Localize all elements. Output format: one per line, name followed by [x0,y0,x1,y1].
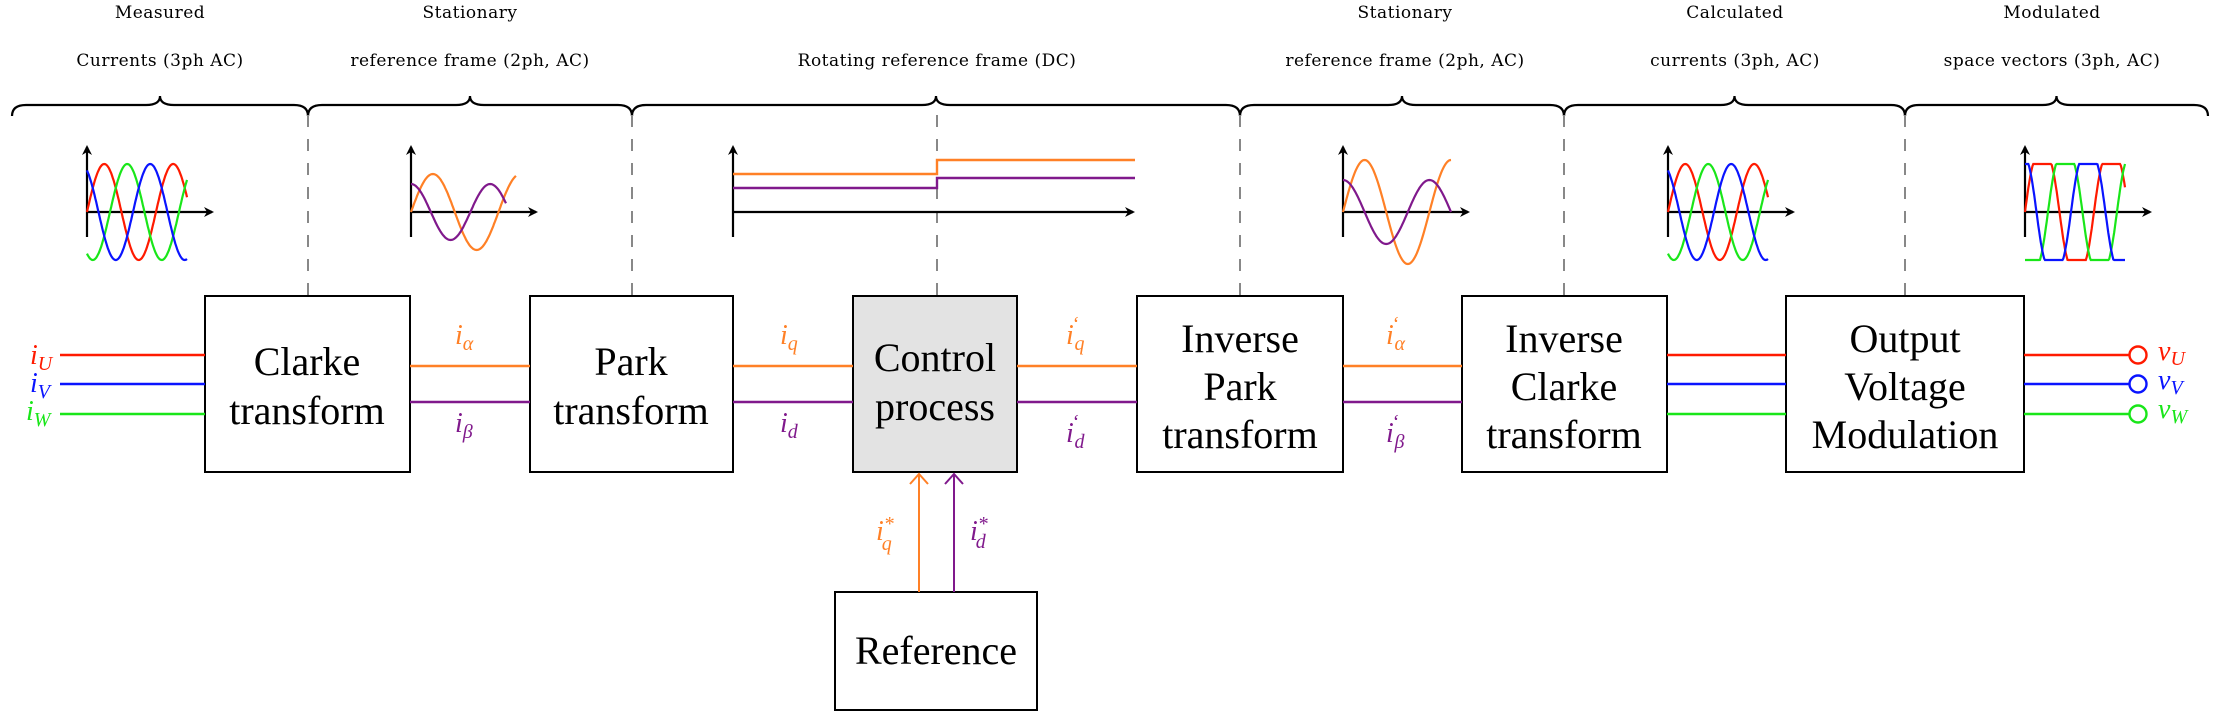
beta-curve [410,182,507,242]
iq-step-curve [733,158,1135,176]
label-iq-prime: i‘q [1066,313,1084,355]
phase-v-curve [85,162,188,262]
output-terminal-w [2128,404,2148,424]
section-brace [1562,95,1907,117]
inverse-clarke-block [1461,295,1668,473]
two-phase-plot [1338,145,1470,266]
section-header-line1: Stationary [423,3,518,23]
label-iq-ref: i*q [876,513,894,555]
arrowhead-iq-ref [909,472,929,485]
control-label: process [875,384,995,429]
section-header-line1: Calculated [1686,3,1783,23]
inverse-clarke-label: transform [1486,412,1642,457]
clarke-block [204,295,411,473]
section-brace [10,95,310,117]
control-label: Control [874,335,996,380]
waveform-plots [82,145,2152,266]
label-id-ref: i*d [970,513,988,553]
section-braces [10,95,2210,117]
alpha-curve [409,172,517,252]
id-step-curve [733,176,1135,190]
park-block [529,295,734,473]
two-phase-plot [406,145,538,252]
inverse-clarke-label: Clarke [1511,364,1618,409]
label-id: id [780,408,799,443]
label-iw: iW [26,396,53,431]
label-vv: vV [2158,365,2185,399]
label-i-beta-prime: i‘β [1386,411,1404,453]
section-headers: Measured Currents (3ph AC) Stationary re… [76,3,2160,71]
section-header-line2: space vectors (3ph, AC) [1944,51,2161,71]
signal-wires [60,345,2148,592]
three-phase-plot [82,145,214,262]
beta-curve [1342,178,1453,246]
phase-u-curve [85,162,189,262]
reference-label: Reference [855,628,1017,673]
arrowhead-id-ref [944,472,964,485]
section-brace [1903,95,2210,117]
phase-v-curve [2025,162,2125,262]
dc-plot [728,145,1135,237]
output-label: Modulation [1812,412,1999,457]
section-brace [630,95,1242,117]
park-label: Park [594,339,667,384]
section-header-line2: Rotating reference frame (DC) [798,51,1077,71]
inverse-park-label: Park [1203,364,1276,409]
output-voltage-modulation-block [1785,295,2025,473]
label-i-alpha: iα [455,320,474,355]
section-header-line2: currents (3ph, AC) [1650,51,1820,71]
clarke-label: Clarke [254,339,361,384]
reference-block [834,591,1038,711]
phase-u-curve [2023,162,2127,262]
section-header-line2: reference frame (2ph, AC) [350,51,589,71]
output-terminal-u [2128,345,2148,365]
output-terminal-v [2128,374,2148,394]
label-iv: iV [30,368,53,403]
label-iu: iU [30,340,54,375]
label-id-prime: i‘d [1066,411,1085,453]
park-label: transform [553,388,709,433]
inverse-park-label: transform [1162,412,1318,457]
inverse-park-block [1136,295,1344,473]
label-i-alpha-prime: i‘α [1386,313,1405,355]
section-header-line2: Currents (3ph AC) [76,51,243,71]
output-label: Voltage [1844,364,1965,409]
section-header-line1: Modulated [2003,3,2100,23]
section-header-line2: reference frame (2ph, AC) [1285,51,1524,71]
clarke-label: transform [229,388,385,433]
output-label: Output [1849,316,1960,361]
inverse-park-label: Inverse [1181,316,1299,361]
label-i-beta: iβ [455,408,473,443]
label-iq: iq [780,320,798,355]
section-brace [1238,95,1566,117]
section-brace [306,95,634,117]
label-vw: vW [2158,394,2189,428]
three-phase-plot [1663,145,1795,262]
block-labels: Clarke transform Park transform Control … [229,316,1998,673]
three-phase-plot [2020,145,2152,262]
phase-u-curve [1666,162,1770,262]
alpha-curve [1341,158,1452,266]
section-dividers [307,115,1906,296]
phase-v-curve [1666,162,1769,262]
control-process-block [852,295,1018,473]
signal-labels: iU iV iW iα iβ iq id i‘q i‘d i‘α i‘β i*q… [26,313,2189,555]
blocks [204,295,2025,711]
section-header-line1: Measured [115,3,205,23]
section-header-line1: Stationary [1358,3,1453,23]
inverse-clarke-label: Inverse [1505,316,1623,361]
label-vu: vU [2158,336,2186,370]
